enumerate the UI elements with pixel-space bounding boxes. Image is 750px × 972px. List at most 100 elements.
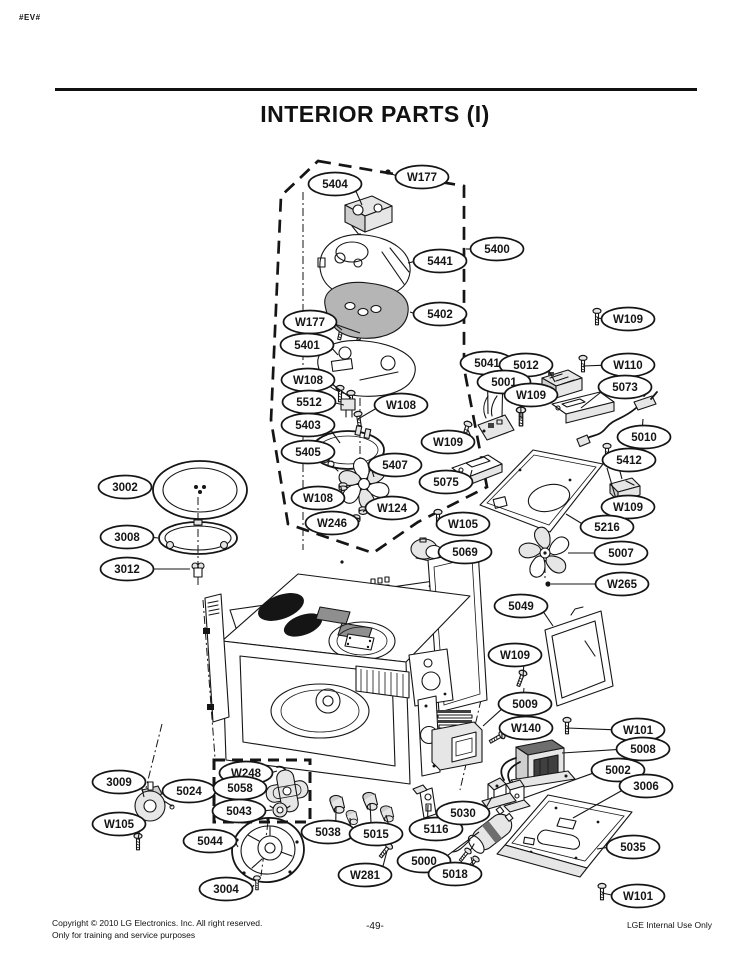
callout-label: 5412 xyxy=(616,455,642,467)
nut-w108 xyxy=(338,482,348,491)
callout-label: 5024 xyxy=(176,786,202,798)
callout-label: W108 xyxy=(303,493,334,505)
callout-W105: W105 xyxy=(435,511,491,537)
callout-label: 5038 xyxy=(315,827,341,839)
part-bracket-5030 xyxy=(481,777,517,810)
part-base-plate-5035 xyxy=(496,794,633,878)
callout-label: W110 xyxy=(613,360,642,372)
callout-3012: 3012 xyxy=(99,556,190,582)
callout-label: 5002 xyxy=(605,765,631,777)
screw-w105-2 xyxy=(133,832,143,851)
part-motor-cover-5044 xyxy=(231,817,305,883)
callout-W108: W108 xyxy=(290,485,346,511)
callout-label: W109 xyxy=(433,437,463,449)
callout-label: 5030 xyxy=(450,808,476,820)
footer-internal-use: LGE Internal Use Only xyxy=(626,920,712,930)
page-number: -49- xyxy=(366,921,384,932)
callout-label: 5035 xyxy=(620,842,646,854)
screw-w110 xyxy=(578,354,588,373)
callout-label: 5400 xyxy=(484,244,510,256)
callout-label: W109 xyxy=(613,314,643,326)
callout-W140: W140 xyxy=(498,715,554,741)
callout-label: W101 xyxy=(623,891,654,903)
part-coupler-5058 xyxy=(265,769,309,813)
part-transformer-5008 xyxy=(500,739,576,789)
part-bracket-5073 xyxy=(551,391,615,424)
part-side-duct-5049 xyxy=(544,606,614,707)
callout-label: 5069 xyxy=(452,547,478,559)
callout-5405: 5405 xyxy=(280,439,336,465)
callout-label: W177 xyxy=(407,172,437,184)
screw-w101-1 xyxy=(562,716,572,735)
part-pcb-5041-5001 xyxy=(477,395,515,441)
callout-label: 5044 xyxy=(197,836,223,848)
callout-W177: W177 xyxy=(282,309,361,335)
callout-W177: W177 xyxy=(389,164,450,190)
callout-label: 5008 xyxy=(630,744,656,756)
callout-label: 5407 xyxy=(382,460,408,472)
callout-label: 3012 xyxy=(114,564,140,576)
footer-copyright-line1: Copyright © 2010 LG Electronics. Inc. Al… xyxy=(52,918,263,928)
callout-5069: 5069 xyxy=(437,539,493,565)
callout-5075: 5075 xyxy=(418,469,474,495)
callout-5015: 5015 xyxy=(348,802,404,847)
part-power-cord-5010 xyxy=(576,387,658,448)
callout-label: 3009 xyxy=(106,777,132,789)
callout-label: 5043 xyxy=(226,806,252,818)
callout-5403: 5403 xyxy=(280,412,341,444)
callout-5058: 5058 xyxy=(212,775,268,801)
footer-copyright-line2: Only for training and service purposes xyxy=(52,929,196,940)
footer-copyright: Copyright © 2010 LG Electronics. Inc. Al… xyxy=(52,918,262,942)
part-cavity-top-plate-5401 xyxy=(317,339,416,397)
assembly-boundary-5400 xyxy=(269,159,489,555)
callout-label: 5216 xyxy=(594,522,620,534)
callout-label: 5009 xyxy=(512,699,538,711)
callout-5441: 5441 xyxy=(407,248,468,274)
callout-label: 3006 xyxy=(633,781,659,793)
callout-label: W105 xyxy=(448,519,479,531)
callout-W110: W110 xyxy=(582,352,656,378)
part-fan-blade-5407 xyxy=(335,457,393,511)
header-rule xyxy=(55,88,697,91)
callout-label: W109 xyxy=(613,502,643,514)
callout-label: W246 xyxy=(317,518,347,530)
callout-label: W281 xyxy=(350,870,381,882)
callout-5018: 5018 xyxy=(427,856,483,887)
callout-label: 3008 xyxy=(114,532,140,544)
callout-5001: 5001 xyxy=(476,369,532,418)
callout-label: 5000 xyxy=(411,856,437,868)
part-hv-capacitor-5000 xyxy=(467,806,514,854)
callout-5044: 5044 xyxy=(182,828,239,854)
callout-label: 5001 xyxy=(491,377,517,389)
part-socket-5038a xyxy=(329,794,346,814)
callout-label: W177 xyxy=(295,317,325,329)
callout-3009: 3009 xyxy=(91,769,147,798)
callout-W105: W105 xyxy=(91,811,147,841)
callout-label: 5058 xyxy=(227,783,253,795)
callout-5024: 5024 xyxy=(161,778,217,804)
callout-label: 5049 xyxy=(508,601,534,613)
callout-label: 5403 xyxy=(295,420,321,432)
screw-dot-w265 xyxy=(545,581,551,587)
callout-label: 5116 xyxy=(424,824,449,836)
callout-label: W108 xyxy=(386,400,417,412)
part-condenser-fan-5007 xyxy=(516,526,572,581)
callout-label: 5401 xyxy=(294,340,320,352)
callout-5216: 5216 xyxy=(565,513,635,540)
part-magnetron-5009 xyxy=(417,695,483,777)
screw-w109-5 xyxy=(513,668,529,688)
callout-5401: 5401 xyxy=(279,332,339,358)
callout-5402: 5402 xyxy=(409,301,468,327)
callout-label: 5073 xyxy=(612,382,638,394)
callout-label: W124 xyxy=(377,503,408,515)
callout-5404: 5404 xyxy=(307,171,363,206)
callout-W108: W108 xyxy=(357,392,429,420)
part-glass-tray-3002 xyxy=(152,460,248,520)
callout-label: 5512 xyxy=(296,397,322,409)
callout-label: W265 xyxy=(607,579,638,591)
callout-3004: 3004 xyxy=(198,876,255,902)
page-tag: #EV# xyxy=(19,13,41,22)
callout-W124: W124 xyxy=(362,495,420,521)
